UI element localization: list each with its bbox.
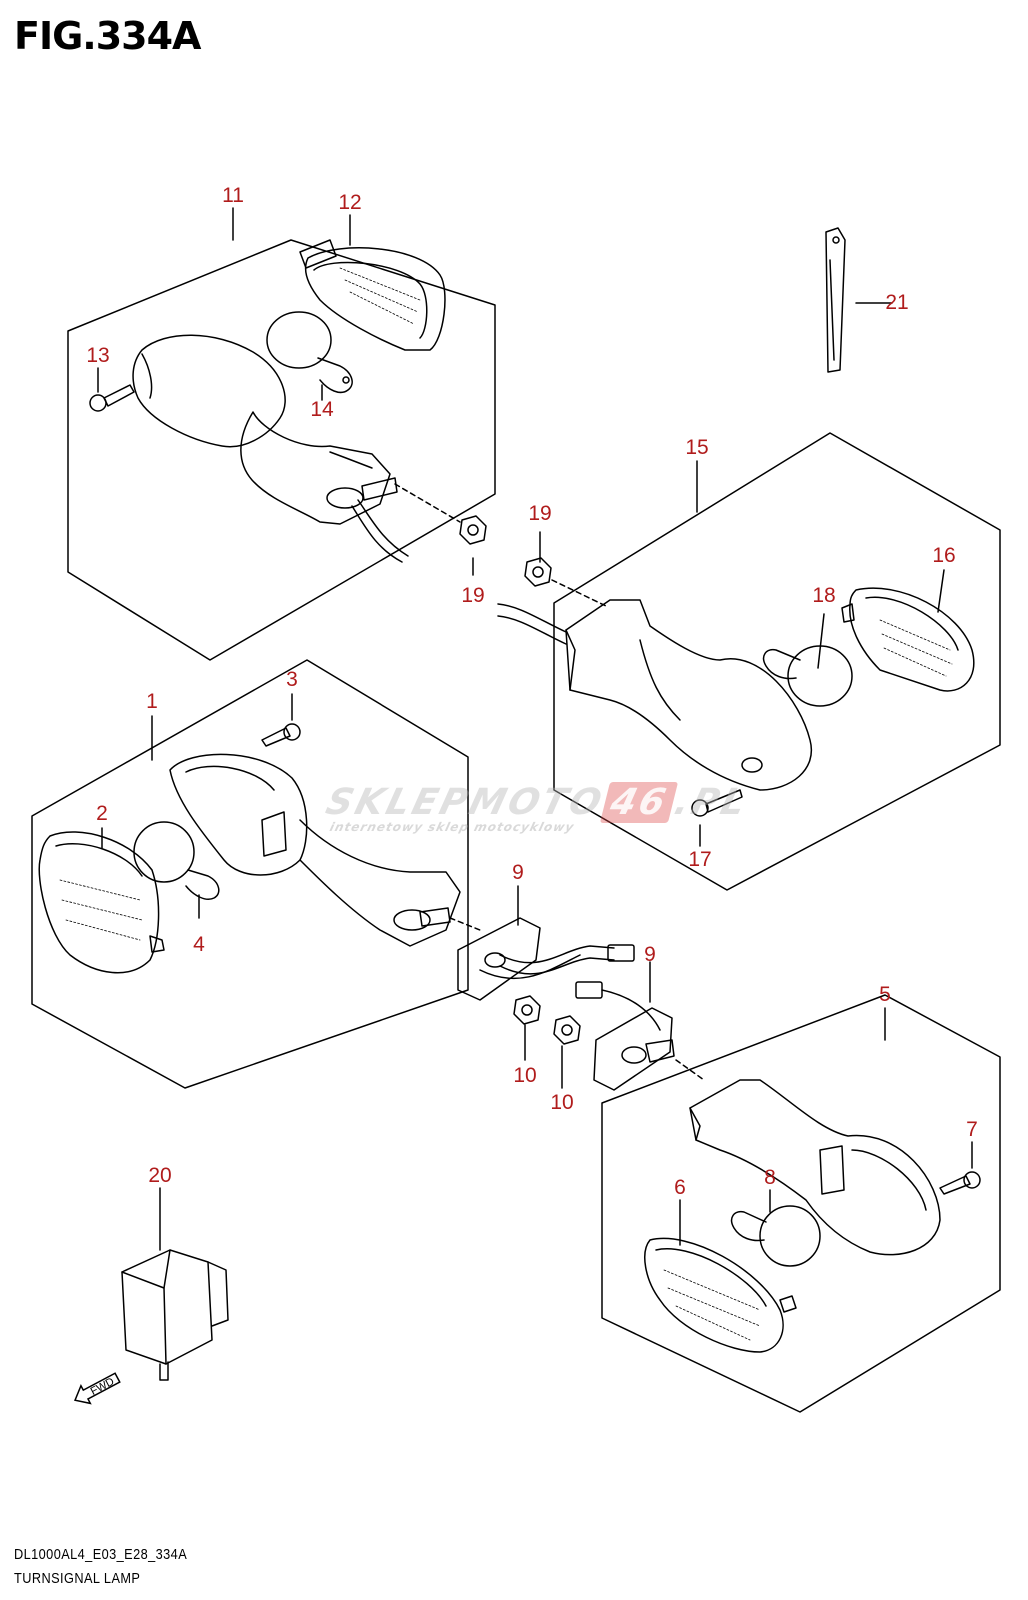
fwd-label: FWD: [89, 1376, 117, 1398]
callout-10b: 10: [550, 1091, 574, 1114]
callout-2: 2: [96, 802, 108, 825]
nut-10a: [513, 995, 541, 1025]
group-box-15: [553, 432, 1001, 891]
callout-19b: 19: [461, 584, 485, 607]
group-box-5: [601, 994, 1001, 1413]
wire-harness: [499, 944, 661, 1031]
group-box-1: [31, 659, 469, 1089]
lens-2: [38, 831, 165, 974]
callout-18: 18: [812, 584, 836, 607]
watermark-brand-num: 46: [600, 782, 679, 823]
callout-7: 7: [966, 1118, 978, 1141]
turnsignal-housing-11: [132, 334, 409, 563]
callout-14: 14: [310, 398, 334, 421]
callout-21: 21: [885, 291, 909, 314]
nut-10b: [553, 1015, 581, 1045]
bulb-18: [762, 645, 853, 707]
model-code: DL1000AL4_E03_E28_334A: [14, 1546, 188, 1563]
figure-title: FIG.334A: [14, 14, 201, 58]
nut-19a: [459, 515, 487, 545]
callout-15: 15: [685, 436, 709, 459]
turnsignal-housing-5: [689, 1079, 941, 1256]
gasket-9a: [457, 917, 581, 1001]
watermark-tagline: internetowy sklep motocyklowy: [328, 820, 576, 834]
diagram-caption: TURNSIGNAL LAMP: [14, 1570, 141, 1587]
watermark-logo: SKLEPMOTO46.PL: [322, 782, 753, 823]
callout-20: 20: [148, 1164, 172, 1187]
callout-17: 17: [688, 848, 712, 871]
screw-3: [261, 723, 301, 747]
callout-13: 13: [86, 344, 110, 367]
fwd-arrow-icon: FWD: [74, 1372, 121, 1405]
callout-12: 12: [338, 191, 362, 214]
callout-10a: 10: [513, 1064, 537, 1087]
callout-19a: 19: [528, 502, 552, 525]
callout-1: 1: [146, 690, 158, 713]
gasket-9b: [593, 1007, 675, 1091]
callout-11: 11: [222, 184, 244, 207]
relay-20: [121, 1249, 229, 1381]
lens-16: [841, 587, 975, 692]
callout-8: 8: [764, 1166, 776, 1189]
watermark-brand-b: .PL: [670, 782, 753, 823]
callout-16: 16: [932, 544, 956, 567]
group-box-11: [67, 239, 496, 661]
bulb-14: [266, 311, 353, 394]
screw-17: [691, 789, 743, 817]
callout-5: 5: [879, 983, 891, 1006]
bulb-4: [133, 821, 220, 900]
screw-13: [89, 384, 135, 412]
screw-7: [939, 1171, 981, 1195]
bulb-8: [730, 1205, 821, 1267]
turnsignal-housing-15: [497, 599, 813, 791]
watermark-brand-a: SKLEPMOTO: [321, 782, 609, 823]
lens-6: [644, 1237, 797, 1353]
callout-9a: 9: [512, 861, 524, 884]
callout-9b: 9: [644, 943, 656, 966]
turnsignal-housing-1: [169, 753, 461, 947]
lens-12: [299, 239, 446, 351]
callout-4: 4: [193, 933, 205, 956]
callout-6: 6: [674, 1176, 686, 1199]
callout-3: 3: [286, 668, 298, 691]
nut-19b: [524, 557, 552, 587]
strap-21: [825, 227, 846, 373]
